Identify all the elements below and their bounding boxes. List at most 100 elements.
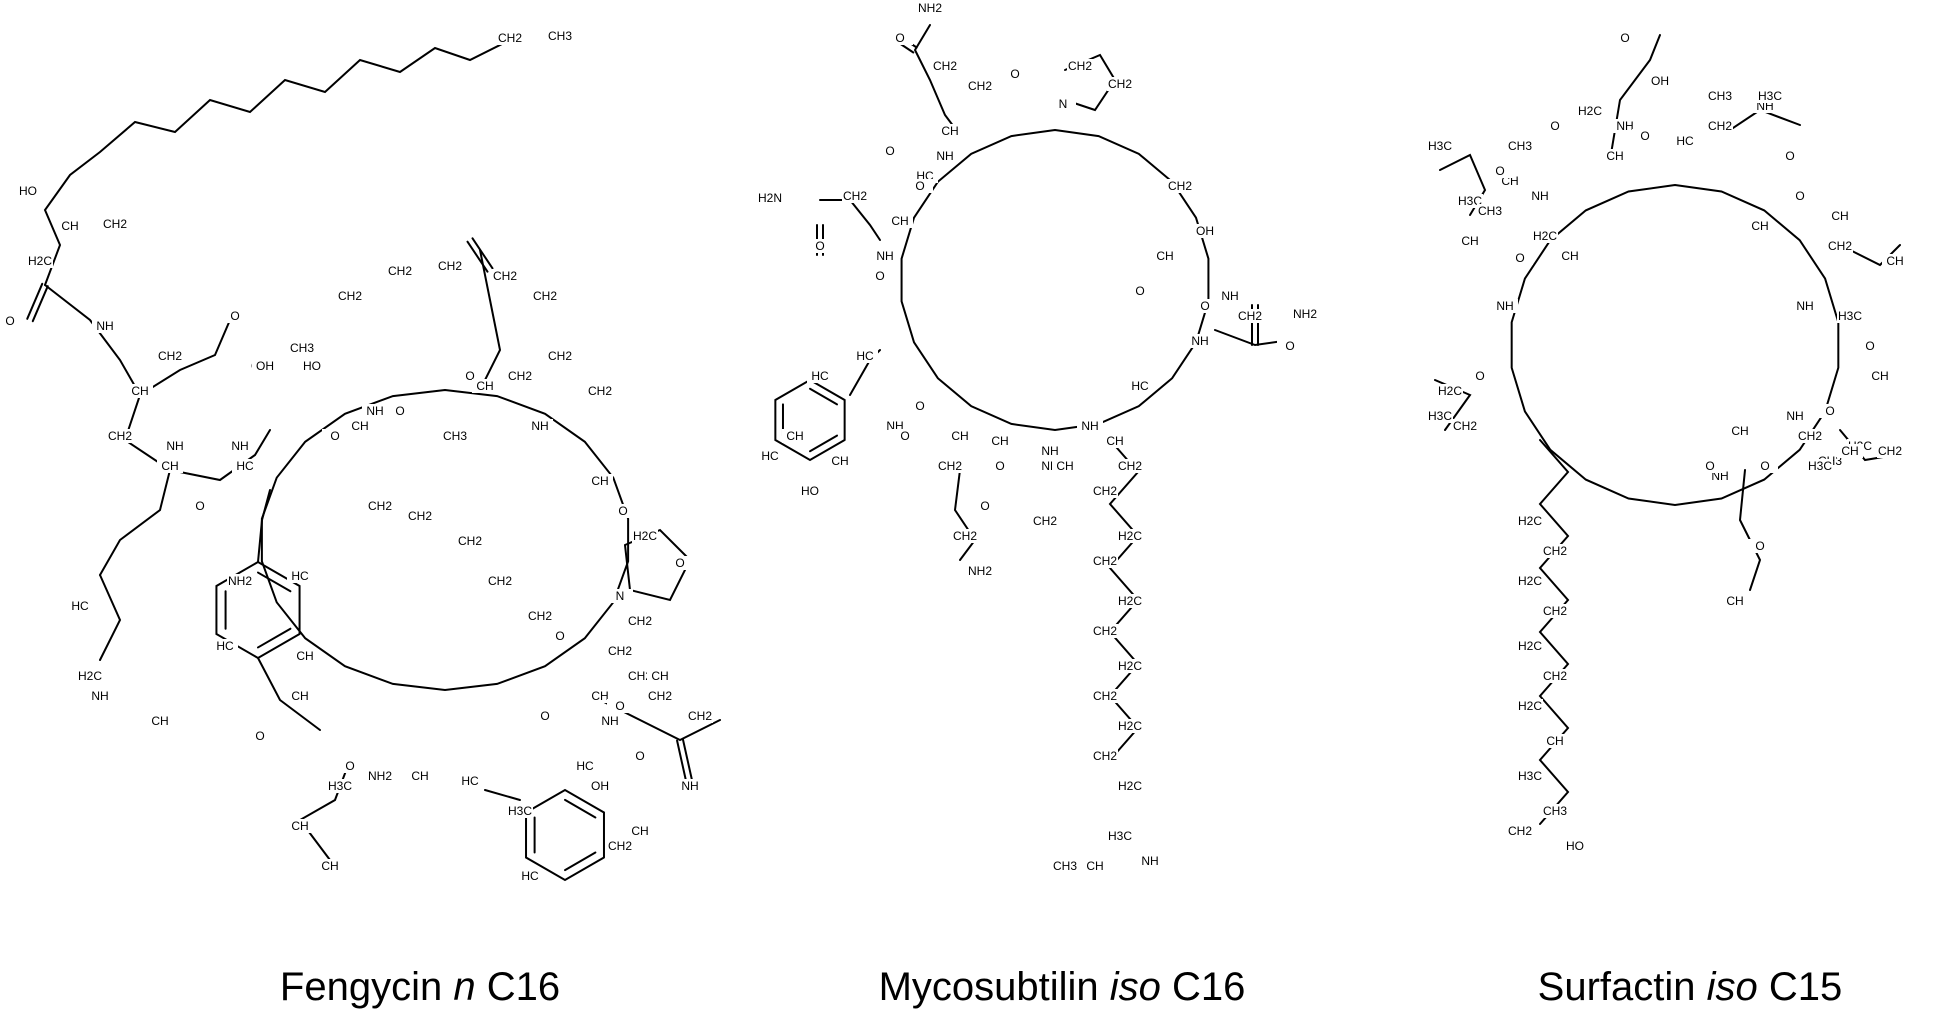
atom-label-background: [1002, 67, 1028, 81]
atom-label: O: [675, 556, 684, 570]
atom-label-background: [1777, 149, 1803, 163]
atom-label-background: [687, 709, 713, 723]
atom-label-background: [1817, 404, 1843, 418]
atom-label-background: [227, 439, 253, 453]
atom-label-background: [1532, 229, 1558, 243]
atom-label-background: [92, 319, 118, 333]
ester-link: [257, 657, 321, 731]
atom-label: H3C: [1838, 309, 1862, 323]
atom-label-background: [227, 574, 253, 588]
atom-label: CH2: [938, 459, 962, 473]
atom-label: H2N: [758, 191, 782, 205]
atom-label: H2C: [1438, 384, 1462, 398]
atom-label-background: [627, 614, 653, 628]
atom-label: HC: [461, 774, 479, 788]
atom-label-background: [677, 779, 703, 793]
atom-label: CH: [1886, 254, 1903, 268]
glu-side-chain: [1738, 469, 1762, 591]
atom-label: NH: [1081, 419, 1098, 433]
atom-label-background: [337, 759, 363, 773]
atom-label: CH2: [1093, 624, 1117, 638]
atom-label-background: [937, 459, 963, 473]
atom-label-background: [252, 359, 278, 373]
atom-label: CH2: [508, 369, 532, 383]
atom-label-background: [1117, 719, 1143, 733]
atom-label-background: [1117, 779, 1143, 793]
double-bond-line: [681, 738, 694, 786]
atom-label-background: [1092, 624, 1118, 638]
atom-label-background: [907, 179, 933, 193]
atom-label-background: [362, 404, 388, 418]
atom-label: CH2: [1238, 309, 1262, 323]
atom-label-background: [1092, 484, 1118, 498]
mycosubtilin-structure: NH2OCH2CH2ONCH2CH2H2NOCH2NHCHOHCONHCHOCH…: [757, 1, 1318, 873]
atom-label-background: [1517, 639, 1543, 653]
atom-label-background: [1492, 299, 1518, 313]
atom-label: CH2: [1543, 544, 1567, 558]
atom-label: HO: [303, 359, 321, 373]
atom-label-background: [1542, 804, 1568, 818]
atom-label-background: [757, 449, 783, 463]
atom-label-background: [1542, 119, 1568, 133]
atom-label: O: [885, 144, 894, 158]
atom-label-background: [457, 534, 483, 548]
atom-label: NH: [1041, 444, 1058, 458]
atom-label: CH2: [158, 349, 182, 363]
atom-label: CH: [1871, 369, 1888, 383]
atom-label-background: [1602, 149, 1628, 163]
atom-label: H3C: [1458, 194, 1482, 208]
atom-label-background: [0, 314, 23, 328]
atom-label-background: [472, 379, 498, 393]
atom-label: NH: [681, 779, 698, 793]
atom-label-background: [872, 249, 898, 263]
atom-label-background: [67, 599, 93, 613]
atom-label: CH2: [1798, 429, 1822, 443]
atom-label: NH2: [1293, 307, 1317, 321]
atom-label: NH: [96, 319, 113, 333]
atom-label: H2C: [1518, 574, 1542, 588]
atom-label-background: [77, 669, 103, 683]
atom-label: O: [1865, 339, 1874, 353]
atom-label-background: [367, 499, 393, 513]
atom-label-background: [1277, 339, 1303, 353]
atom-label: CH2: [493, 269, 517, 283]
atom-label-background: [162, 439, 188, 453]
atom-label: NH: [1191, 334, 1208, 348]
atom-label: NH: [366, 404, 383, 418]
atom-label-background: [1457, 234, 1483, 248]
atom-label: CH: [1106, 434, 1123, 448]
atom-label-background: [1127, 379, 1153, 393]
atom-label: O: [1010, 67, 1019, 81]
atom-label-background: [1867, 369, 1893, 383]
atom-label: OH: [591, 779, 609, 793]
atom-label: NH2: [368, 769, 392, 783]
atom-label: CH2: [628, 669, 652, 683]
atom-label: CH: [831, 454, 848, 468]
atom-label: HC: [521, 869, 539, 883]
atom-label: HC: [856, 349, 874, 363]
asn-side-chain: [913, 24, 961, 136]
atom-label-background: [607, 699, 633, 713]
atom-label-background: [1722, 594, 1748, 608]
atom-label: NH: [1616, 119, 1633, 133]
atom-label-background: [532, 289, 558, 303]
atom-label-background: [932, 59, 958, 73]
tyr-link: [257, 489, 271, 563]
atom-label-background: [517, 869, 543, 883]
atom-label-background: [952, 529, 978, 543]
atom-label-background: [212, 639, 238, 653]
atom-label: CH2: [498, 31, 522, 45]
atom-label: O: [540, 709, 549, 723]
glu-side-chain: [479, 249, 502, 391]
atom-label: H2C: [78, 669, 102, 683]
atom-label-background: [797, 484, 823, 498]
atom-label-background: [1117, 659, 1143, 673]
atom-label: CH2: [628, 614, 652, 628]
atom-label-background: [1527, 189, 1553, 203]
aromatic-double-bond: [564, 851, 597, 872]
atom-label: CH3: [1053, 859, 1077, 873]
atom-label-background: [1727, 424, 1753, 438]
atom-label-background: [102, 217, 128, 231]
atom-label: O: [875, 269, 884, 283]
atom-label: CH2: [1168, 179, 1192, 193]
